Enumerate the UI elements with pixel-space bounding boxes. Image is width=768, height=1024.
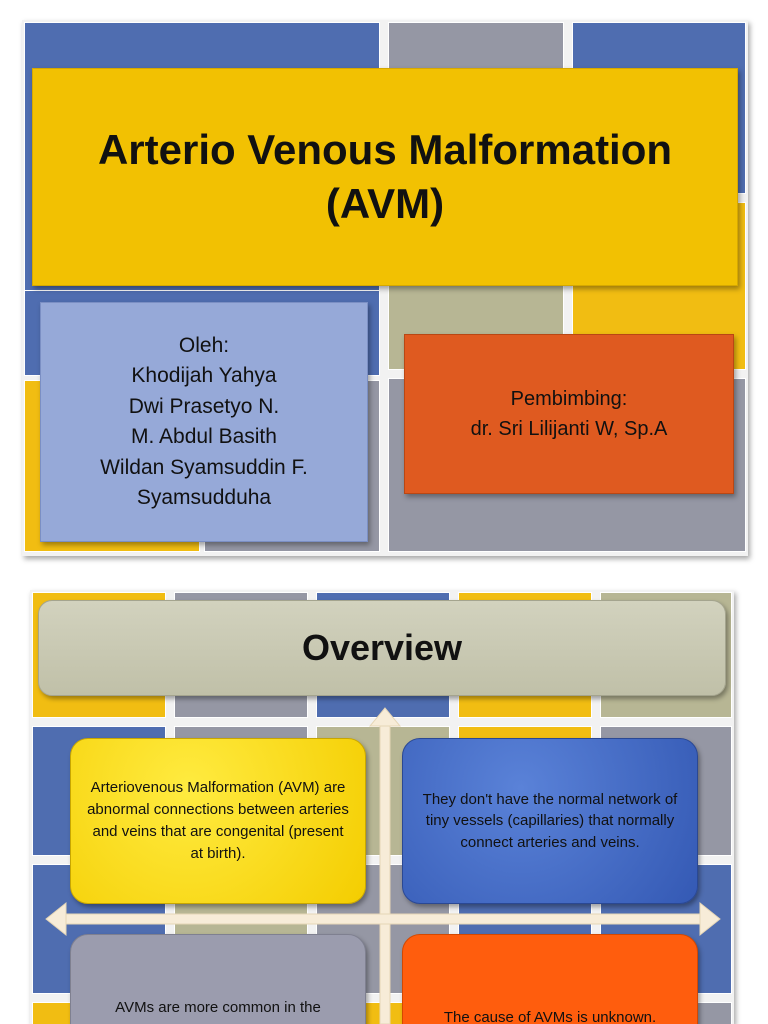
title-line-2: (AVM) bbox=[325, 180, 445, 227]
author-name: Syamsudduha bbox=[136, 486, 272, 509]
left-arrow-head bbox=[45, 901, 67, 937]
advisor-box: Pembimbing: dr. Sri Lilijanti W, Sp.A bbox=[404, 334, 734, 494]
advisor-name: dr. Sri Lilijanti W, Sp.A bbox=[470, 418, 668, 440]
card-cause: The cause of AVMs is unknown. bbox=[402, 934, 698, 1024]
slide-title: Overview bbox=[301, 627, 463, 668]
card-prevalence: AVMs are more common in the bbox=[70, 934, 366, 1024]
vertical-arrow-shaft bbox=[379, 723, 391, 1024]
authors-box: Oleh: Khodijah Yahya Dwi Prasetyo N. M. … bbox=[40, 302, 368, 542]
slide-overview: Overview Arteriovenous Malformation (AVM… bbox=[30, 590, 734, 1024]
advisor-heading: Pembimbing: bbox=[510, 388, 628, 410]
author-name: Khodijah Yahya bbox=[131, 364, 277, 387]
authors-heading: Oleh: bbox=[178, 333, 230, 357]
overview-banner: Overview bbox=[38, 600, 726, 696]
cross-arrows bbox=[45, 707, 721, 1024]
up-arrow-head bbox=[368, 707, 402, 727]
author-name: M. Abdul Basith bbox=[131, 425, 277, 448]
card-definition: Arteriovenous Malformation (AVM) are abn… bbox=[70, 738, 366, 904]
title-line-1: Arterio Venous Malformation bbox=[97, 126, 673, 173]
author-name: Wildan Syamsuddin F. bbox=[100, 455, 308, 479]
author-name: Dwi Prasetyo N. bbox=[128, 394, 280, 418]
card-text: Arteriovenous Malformation (AVM) are abn… bbox=[87, 779, 349, 862]
presentation-title: Arterio Venous Malformation (AVM) bbox=[98, 123, 672, 231]
card-text: AVMs are more common in the bbox=[115, 999, 321, 1016]
card-text: The cause of AVMs is unknown. bbox=[443, 1009, 657, 1024]
title-box: Arterio Venous Malformation (AVM) bbox=[32, 68, 738, 286]
card-capillaries: They don't have the normal network of ti… bbox=[402, 738, 698, 904]
slide-title: Arterio Venous Malformation (AVM) Oleh: … bbox=[22, 20, 748, 556]
horizontal-arrow-shaft bbox=[61, 913, 703, 925]
card-text: They don't have the normal network of ti… bbox=[422, 790, 678, 851]
right-arrow-head bbox=[699, 901, 721, 937]
